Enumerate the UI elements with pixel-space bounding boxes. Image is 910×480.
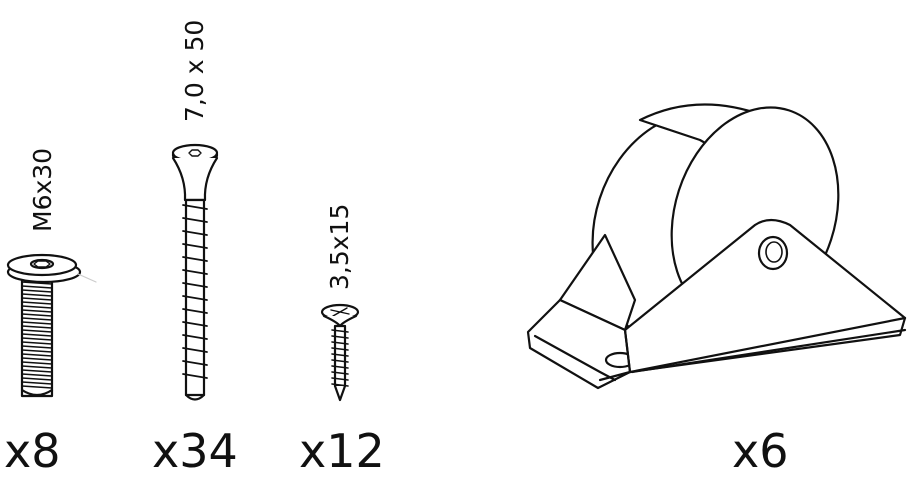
- caster-wheel-icon: [526, 103, 907, 390]
- long-screw-size-label: 7,0 x 50: [180, 19, 209, 122]
- caster-quantity-label: x6: [732, 424, 789, 478]
- bolt-quantity-label: x8: [4, 424, 61, 478]
- wood-screw-icon: [320, 303, 360, 402]
- bolt-size-label: M6x30: [28, 147, 57, 232]
- small-screw-size-label: 3,5x15: [325, 203, 354, 290]
- small-screw-quantity-label: x12: [299, 424, 385, 478]
- countersunk-screw-icon: [171, 143, 219, 401]
- long-screw-quantity-label: x34: [152, 424, 238, 478]
- hex-socket-bolt-icon: [6, 253, 97, 398]
